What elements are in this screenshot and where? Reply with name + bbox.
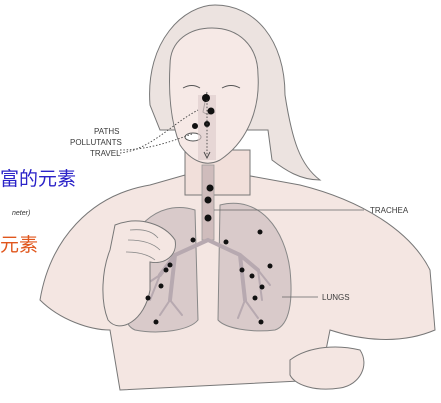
particle (191, 238, 196, 243)
label-lungs: LUNGS (322, 293, 350, 302)
overlay-red-text: 元素 (0, 234, 38, 256)
particle (205, 197, 212, 204)
particle (250, 274, 255, 279)
overlay-blue-text: 富的元素 (0, 168, 76, 190)
particle (146, 296, 151, 301)
particle (208, 108, 215, 115)
particle (207, 185, 214, 192)
particle (154, 320, 159, 325)
label-paths: PATHS (94, 127, 119, 136)
particle (260, 285, 265, 290)
particle (164, 268, 169, 273)
right-hand (290, 347, 364, 389)
particle (240, 268, 245, 273)
particle (192, 123, 198, 129)
particle (224, 240, 229, 245)
particle (258, 230, 263, 235)
particle (253, 296, 258, 301)
label-travel: TRAVEL (90, 149, 121, 158)
particle (159, 284, 164, 289)
label-pollutants: POLLUTANTS (70, 138, 122, 147)
particle (168, 263, 173, 268)
particle (268, 264, 273, 269)
particle (205, 215, 212, 222)
particle (259, 320, 264, 325)
particle (202, 94, 210, 102)
overlay-fragment-text: neter) (12, 210, 30, 217)
label-trachea: TRACHEA (370, 206, 409, 215)
